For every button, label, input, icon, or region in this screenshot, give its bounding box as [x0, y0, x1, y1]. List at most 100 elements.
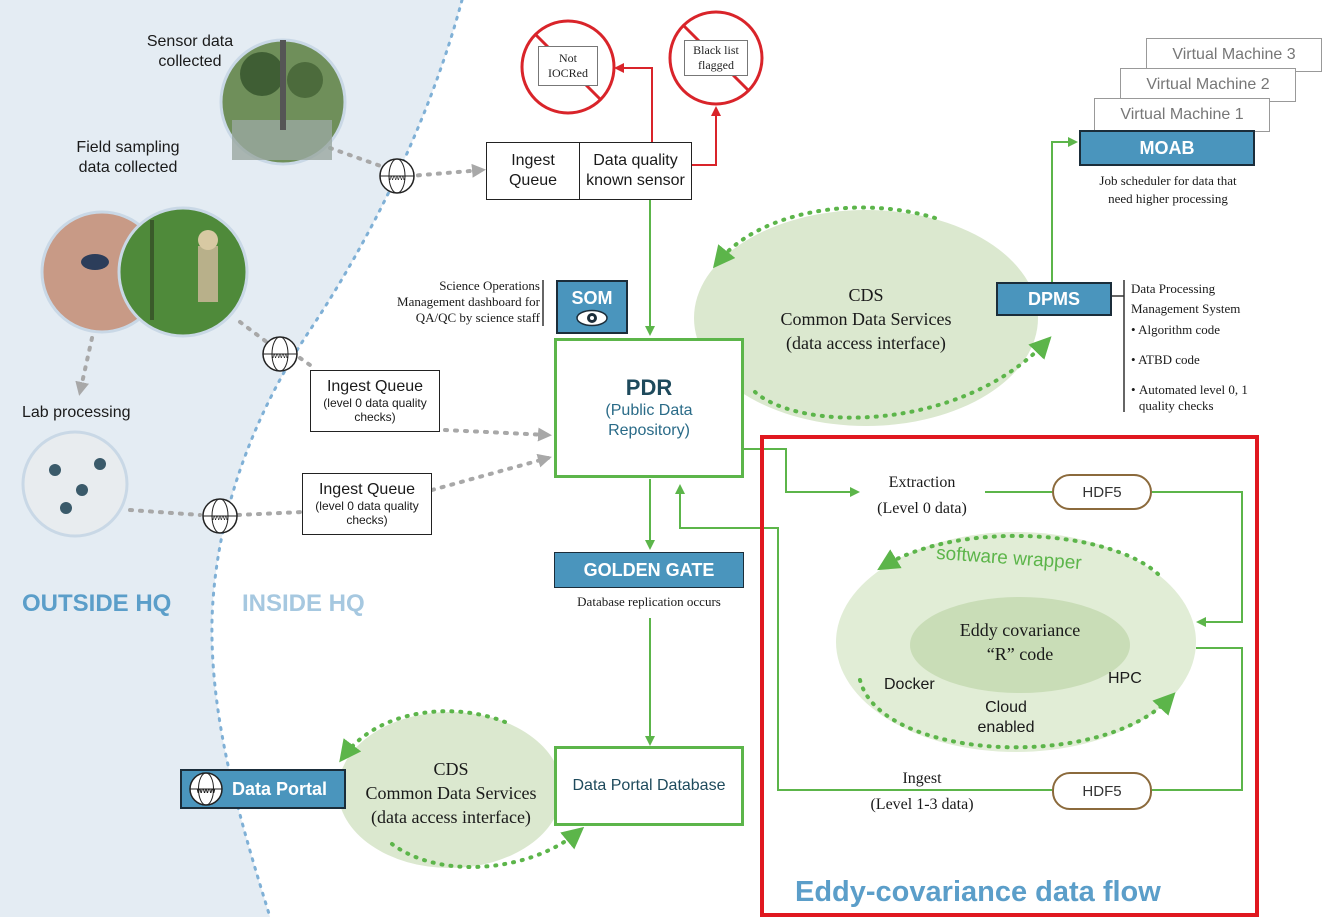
dpms-box: DPMS	[996, 282, 1112, 316]
field-to-lab-arrow	[75, 336, 94, 396]
field-to-globe-line	[238, 320, 274, 348]
extraction-title: Extraction	[888, 474, 956, 491]
pdr-title: PDR	[625, 375, 673, 400]
lab-processing-label: Lab processing	[22, 404, 131, 421]
dpms-to-moab-line	[1051, 137, 1078, 282]
cds-bottom-line2: (data access interface)	[371, 807, 531, 827]
cds-top-title: CDS	[848, 285, 884, 305]
cds-bottom-title: CDS	[433, 759, 469, 779]
dpms-label: DPMS	[1027, 288, 1080, 309]
pdr-box: PDR (Public Data Repository)	[554, 338, 744, 478]
golden-gate-label: GOLDEN GATE	[583, 559, 715, 580]
cds-bottom-ellipse	[338, 712, 562, 868]
wrapper-arc-lower	[858, 678, 1176, 750]
wrapper-arc-upper	[877, 533, 1160, 576]
dpms-bullet-2-text: ATBD code	[1138, 352, 1200, 367]
ingest-queue-2-title: Ingest Queue	[318, 481, 416, 498]
eddy-frame	[760, 435, 1259, 917]
cds-top-text: CDS Common Data Services (data access in…	[740, 283, 992, 355]
sensor-photo	[219, 38, 347, 166]
cds-top-arc-lower	[753, 336, 1052, 420]
som-label: SOM	[571, 287, 613, 308]
data-portal-label: Data Portal	[232, 778, 328, 799]
svg-text:www: www	[196, 786, 216, 795]
cds-top-ellipse	[694, 210, 1038, 426]
hpc-label: HPC	[1108, 670, 1142, 687]
svg-text:www: www	[387, 173, 406, 182]
not-iocred-label: Not IOCRed	[538, 46, 598, 86]
dpms-bullet-3-text: Automated level 0, 1 quality checks	[1138, 382, 1248, 413]
eddy-core-text: Eddy covariance “R” code	[930, 618, 1110, 666]
cds-bottom-arc-lower	[390, 826, 585, 869]
vm-3: Virtual Machine 3	[1146, 38, 1322, 72]
golden-gate-box: GOLDEN GATE	[554, 552, 744, 588]
ingest-queue-top-right: Data quality known sensor	[586, 152, 685, 189]
queue2-to-pdr-arrow	[430, 453, 552, 492]
moab-label: MOAB	[1139, 137, 1195, 158]
hdf5-to-pdr-line	[675, 484, 1052, 791]
inside-hq-label: INSIDE HQ	[242, 590, 365, 617]
blacklist-label: Black list flagged	[684, 40, 748, 76]
golden-gate-description: Database replication occurs	[577, 594, 721, 609]
globe-to-queue1-line	[298, 356, 312, 367]
hdf5-to-wrapper-line	[1152, 491, 1243, 627]
ingest-queue-1-subtitle: (level 0 data quality checks)	[323, 396, 427, 424]
cds-top-arc-upper	[712, 205, 937, 269]
ingest-queue-1-title: Ingest Queue	[326, 378, 424, 395]
dpms-bullet-1: • Algorithm code	[1131, 322, 1221, 337]
wrapper-inner-ellipse	[910, 597, 1130, 693]
docker-label: Docker	[884, 676, 935, 693]
sensor-to-globe-line	[328, 146, 394, 172]
eddy-title: Eddy-covariance data flow	[795, 876, 1161, 908]
portal-db-box: Data Portal Database	[554, 746, 744, 826]
globe-icon: www	[379, 158, 415, 194]
cds-top-line1: Common Data Services	[780, 309, 952, 329]
portal-db-label: Data Portal Database	[572, 777, 726, 794]
ingest-queue-top-left: Ingest Queue	[487, 143, 580, 199]
eddy-core-line1: Eddy covariance	[959, 620, 1081, 640]
moab-box: MOAB	[1079, 130, 1255, 166]
to-blacklist-arrow	[690, 106, 721, 166]
data-portal-box: www Data Portal	[180, 769, 346, 809]
cds-bottom-line1: Common Data Services	[365, 783, 537, 803]
pdr-to-extraction-line	[742, 448, 860, 497]
dpms-bullet-1-text: Algorithm code	[1138, 322, 1221, 337]
globe-icon: www	[262, 336, 298, 372]
globe-to-queue2-line	[236, 510, 304, 517]
sensor-data-label: Sensor data collected	[146, 33, 234, 70]
som-description: Science Operations Management dashboard …	[397, 278, 540, 325]
dpms-bullet-3: • Automated level 0, 1 quality checks	[1131, 382, 1248, 413]
cloud-label: Cloud enabled	[977, 699, 1035, 736]
ingest-queue-top: Ingest Queue Data quality known sensor	[486, 142, 692, 200]
ingest-queue-2: Ingest Queue (level 0 data quality check…	[302, 473, 432, 535]
to-not-iocred-arrow	[614, 63, 653, 142]
queue1-to-pdr-arrow	[443, 427, 552, 442]
ingest-queue-2-subtitle: (level 0 data quality checks)	[315, 499, 419, 527]
pdr-subtitle: (Public Data Repository)	[605, 402, 693, 439]
hq-boundary-line	[210, 0, 464, 917]
cds-bottom-text: CDS Common Data Services (data access in…	[350, 757, 552, 829]
moab-description: Job scheduler for data that need higher …	[1099, 173, 1237, 206]
ingest-queue-1: Ingest Queue (level 0 data quality check…	[310, 370, 440, 432]
globe-icon: www	[202, 498, 238, 534]
svg-text:www: www	[210, 513, 229, 522]
ingest-title: Ingest	[902, 770, 942, 787]
field-photo-2	[117, 206, 249, 338]
lab-to-globe-line	[128, 508, 202, 517]
cds-top-line2: (data access interface)	[786, 333, 946, 353]
outside-hq-label: OUTSIDE HQ	[22, 590, 172, 617]
vm-1: Virtual Machine 1	[1094, 98, 1270, 132]
dpms-description: Data Processing Management System	[1131, 281, 1241, 316]
hdf5-bottom: HDF5	[1052, 772, 1152, 810]
ingest-label: Ingest (Level 1-3 data)	[856, 766, 988, 818]
wrapper-to-hdf5-line	[1152, 647, 1243, 791]
cds-bottom-arc-upper	[339, 709, 507, 763]
extraction-label: Extraction (Level 0 data)	[858, 470, 986, 522]
field-sampling-label: Field sampling data collected	[76, 139, 180, 176]
globe-icon: www	[189, 772, 223, 806]
vm-2: Virtual Machine 2	[1120, 68, 1296, 102]
hdf5-top: HDF5	[1052, 474, 1152, 510]
eddy-core-line2: “R” code	[986, 644, 1054, 664]
